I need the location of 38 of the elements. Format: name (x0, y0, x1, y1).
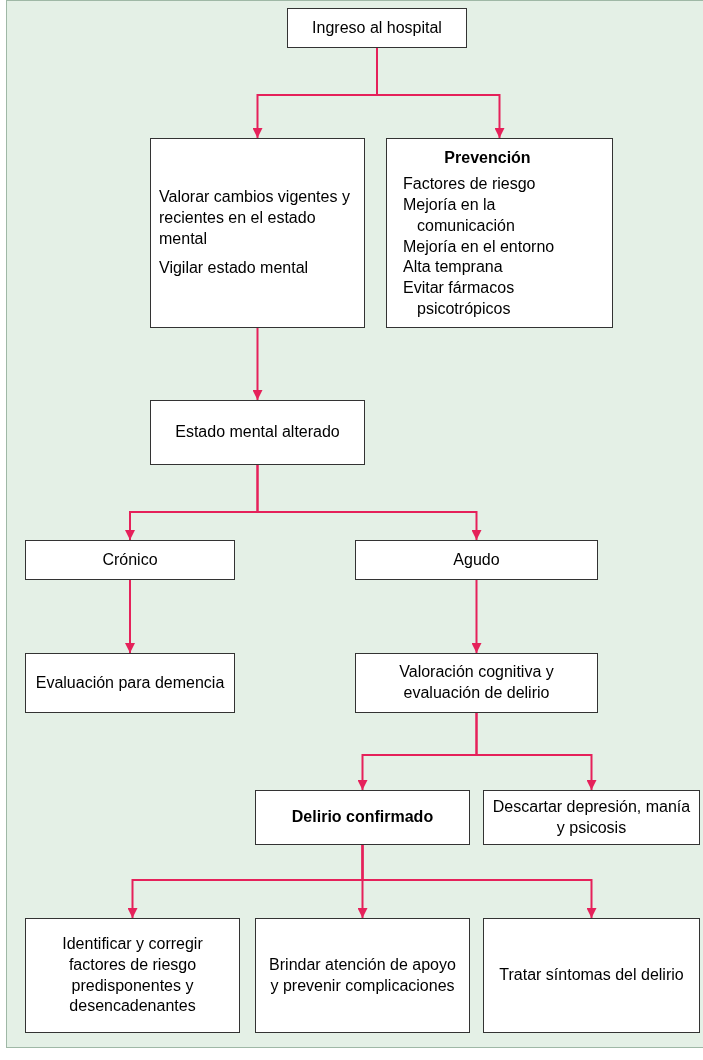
arrow (361, 844, 597, 919)
box-text: Delirio confirmado (291, 807, 434, 828)
box-text: Tratar síntomas del delirio (499, 965, 684, 986)
box-text: Valorar cambios vigentes y recientes en el estado mental (159, 187, 351, 249)
process-box (483, 790, 700, 845)
box-text: Evaluación para demencia (35, 672, 225, 693)
box-text: Brindar atención de apoyo y prevenir complicaciones (268, 954, 457, 996)
arrow (475, 712, 597, 791)
arrow (125, 579, 135, 654)
process-box (150, 400, 365, 465)
process-box (483, 918, 700, 1033)
list-item-text: Mejoría en la comunicación (403, 195, 516, 236)
box-text: Descartar depresión, manía y psicosis (492, 796, 691, 838)
heading-text: Prevención (444, 148, 532, 169)
box-text: Ingreso al hospital (312, 17, 442, 38)
process-box (255, 918, 470, 1033)
box-text: Vigilar estado mental (159, 257, 309, 278)
box-text: Crónico (102, 549, 158, 570)
arrow (471, 579, 482, 654)
process-box (355, 540, 598, 580)
box-text: Agudo (453, 549, 500, 570)
process-box (386, 138, 613, 328)
list-item-text: Factores de riesgo (403, 174, 536, 195)
list-item-text: Alta temprana (403, 257, 503, 278)
box-text: Valoración cognitiva y evaluación de delirio (398, 662, 555, 703)
arrow (256, 464, 482, 541)
process-box (25, 653, 235, 713)
process-box (287, 8, 467, 48)
process-box (255, 790, 470, 845)
box-text: Identificar y corregir factores de riesgo predisponentes y desencadenantes (61, 933, 204, 1017)
arrow (252, 327, 263, 401)
list-item-text: Mejoría en el entorno (403, 236, 555, 257)
process-box (25, 918, 240, 1033)
process-box (355, 653, 598, 713)
process-box (25, 540, 235, 580)
list-item-text: Evitar fármacos psicotrópicos (403, 278, 516, 319)
process-box (150, 138, 365, 328)
box-text: Estado mental alterado (175, 422, 340, 443)
